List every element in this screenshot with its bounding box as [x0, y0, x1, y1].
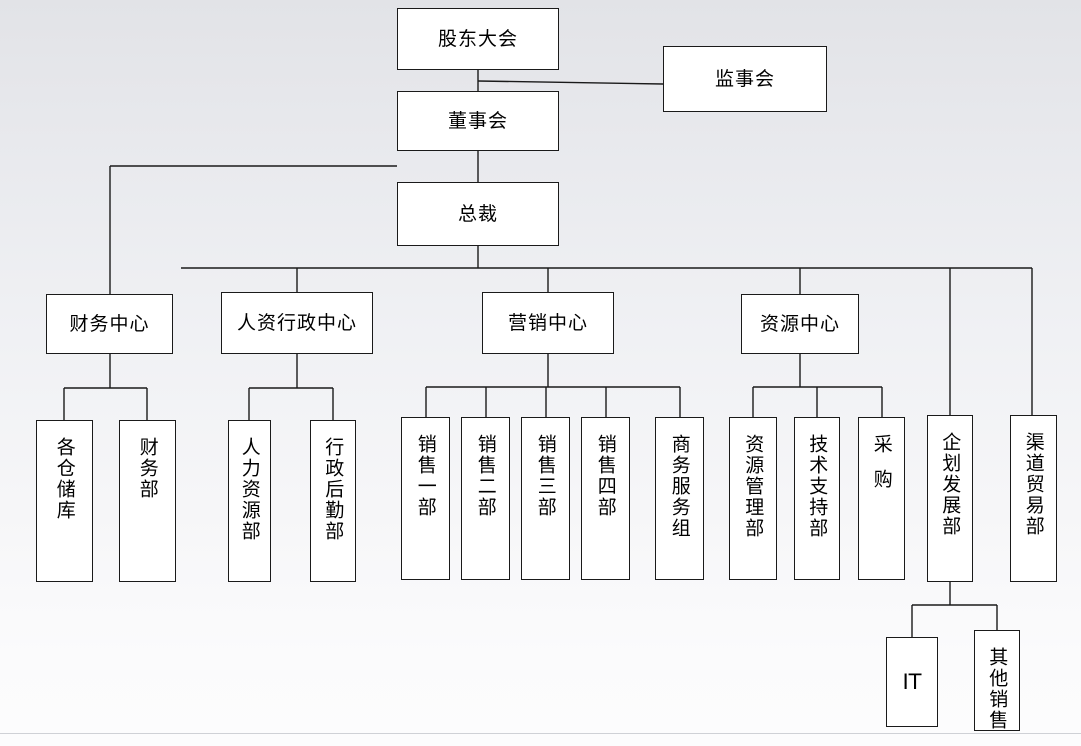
- node-planning-dev-dept[interactable]: 企划发展部: [927, 415, 973, 582]
- node-label-sales-dept-3: 销售三部: [534, 434, 557, 518]
- node-label-board-of-supervisors: 监事会: [714, 67, 775, 90]
- node-resource-center[interactable]: 资源中心: [741, 294, 859, 354]
- node-business-service-group[interactable]: 商务服务组: [655, 417, 704, 580]
- node-label-procurement: 采购: [870, 434, 893, 504]
- node-label-president: 总裁: [457, 202, 498, 225]
- node-label-warehouses: 各仓储库: [53, 437, 76, 521]
- node-label-other-sales: 其他销售: [986, 647, 1009, 731]
- node-sales-dept-4[interactable]: 销售四部: [581, 417, 630, 580]
- node-label-business-service-group: 商务服务组: [668, 434, 691, 539]
- node-label-admin-logistics-dept: 行政后勤部: [322, 437, 345, 542]
- node-label-planning-dev-dept: 企划发展部: [939, 432, 962, 537]
- node-label-marketing-center: 营销中心: [507, 311, 588, 334]
- node-hr-admin-center[interactable]: 人资行政中心: [221, 292, 373, 354]
- node-marketing-center[interactable]: 营销中心: [482, 292, 614, 354]
- bottom-divider: [0, 733, 1081, 734]
- node-label-resource-center: 资源中心: [759, 312, 840, 335]
- node-label-sales-dept-1: 销售一部: [414, 434, 437, 518]
- node-label-it-dept: IT: [902, 670, 922, 694]
- node-procurement[interactable]: 采购: [858, 417, 905, 580]
- node-shareholders-meeting[interactable]: 股东大会: [397, 8, 559, 70]
- node-label-finance-dept: 财务部: [136, 437, 159, 500]
- node-label-board-of-directors: 董事会: [447, 109, 508, 132]
- node-sales-dept-2[interactable]: 销售二部: [461, 417, 510, 580]
- node-board-of-supervisors[interactable]: 监事会: [663, 46, 827, 112]
- node-finance-dept[interactable]: 财务部: [119, 420, 176, 582]
- node-label-hr-admin-center: 人资行政中心: [236, 311, 357, 334]
- node-label-tech-support-dept: 技术支持部: [806, 434, 829, 539]
- node-sales-dept-3[interactable]: 销售三部: [521, 417, 570, 580]
- node-channel-trade-dept[interactable]: 渠道贸易部: [1010, 415, 1057, 582]
- node-tech-support-dept[interactable]: 技术支持部: [794, 417, 840, 580]
- node-admin-logistics-dept[interactable]: 行政后勤部: [310, 420, 356, 582]
- node-resource-mgmt-dept[interactable]: 资源管理部: [729, 417, 777, 580]
- node-label-channel-trade-dept: 渠道贸易部: [1022, 432, 1045, 537]
- node-label-resource-mgmt-dept: 资源管理部: [742, 434, 765, 539]
- node-label-finance-center: 财务中心: [69, 312, 150, 335]
- node-hr-dept[interactable]: 人力资源部: [228, 420, 271, 582]
- node-label-shareholders-meeting: 股东大会: [437, 27, 518, 50]
- node-president[interactable]: 总裁: [397, 182, 559, 246]
- node-other-sales[interactable]: 其他销售: [974, 630, 1020, 731]
- node-it-dept[interactable]: IT: [886, 637, 938, 727]
- node-label-sales-dept-4: 销售四部: [594, 434, 617, 518]
- node-sales-dept-1[interactable]: 销售一部: [401, 417, 450, 580]
- supervisors-to-spine: [477, 80, 664, 85]
- node-label-hr-dept: 人力资源部: [238, 437, 261, 542]
- node-label-sales-dept-2: 销售二部: [474, 434, 497, 518]
- node-finance-center[interactable]: 财务中心: [46, 294, 173, 354]
- node-warehouses[interactable]: 各仓储库: [36, 420, 93, 582]
- node-board-of-directors[interactable]: 董事会: [397, 91, 559, 151]
